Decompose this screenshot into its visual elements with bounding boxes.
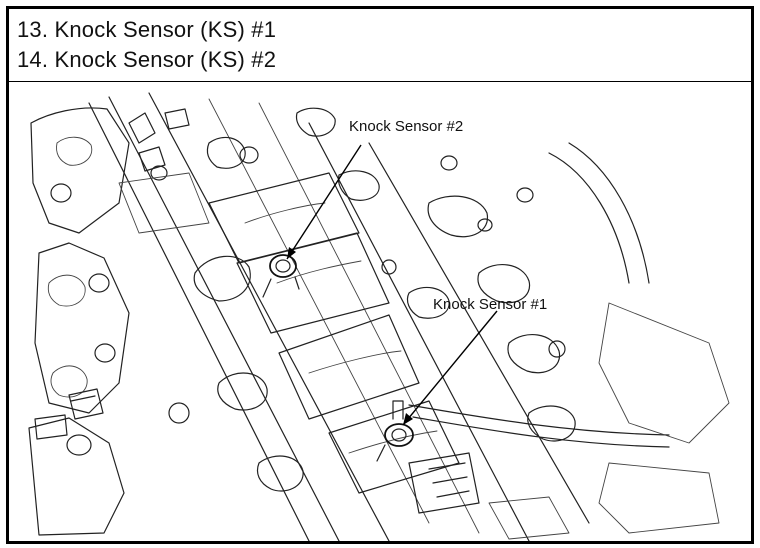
component-title-13: 13. Knock Sensor (KS) #1 <box>17 17 277 42</box>
engine-block-drawing: Knock Sensor #2 Knock Sensor #1 <box>28 92 730 542</box>
figure-header: 13. Knock Sensor (KS) #1 14. Knock Senso… <box>9 9 751 82</box>
upper-left-parts <box>118 108 246 234</box>
block-rails <box>88 92 590 542</box>
callout-arrow-ks2 <box>286 144 362 260</box>
knock-sensor-2-part <box>262 254 300 298</box>
figure-frame: 13. Knock Sensor (KS) #1 14. Knock Senso… <box>6 6 754 544</box>
label-knock-sensor-2: Knock Sensor #2 <box>349 118 463 135</box>
harness-pipe <box>408 142 730 540</box>
left-head-outline <box>28 107 566 536</box>
callout-arrow-ks1 <box>402 310 498 426</box>
engine-diagram: Knock Sensor #2 Knock Sensor #1 <box>9 83 751 542</box>
label-knock-sensor-1: Knock Sensor #1 <box>433 296 547 313</box>
component-title-14: 14. Knock Sensor (KS) #2 <box>17 47 277 72</box>
knock-sensor-1-part <box>376 400 414 462</box>
valley-structure <box>193 107 576 494</box>
